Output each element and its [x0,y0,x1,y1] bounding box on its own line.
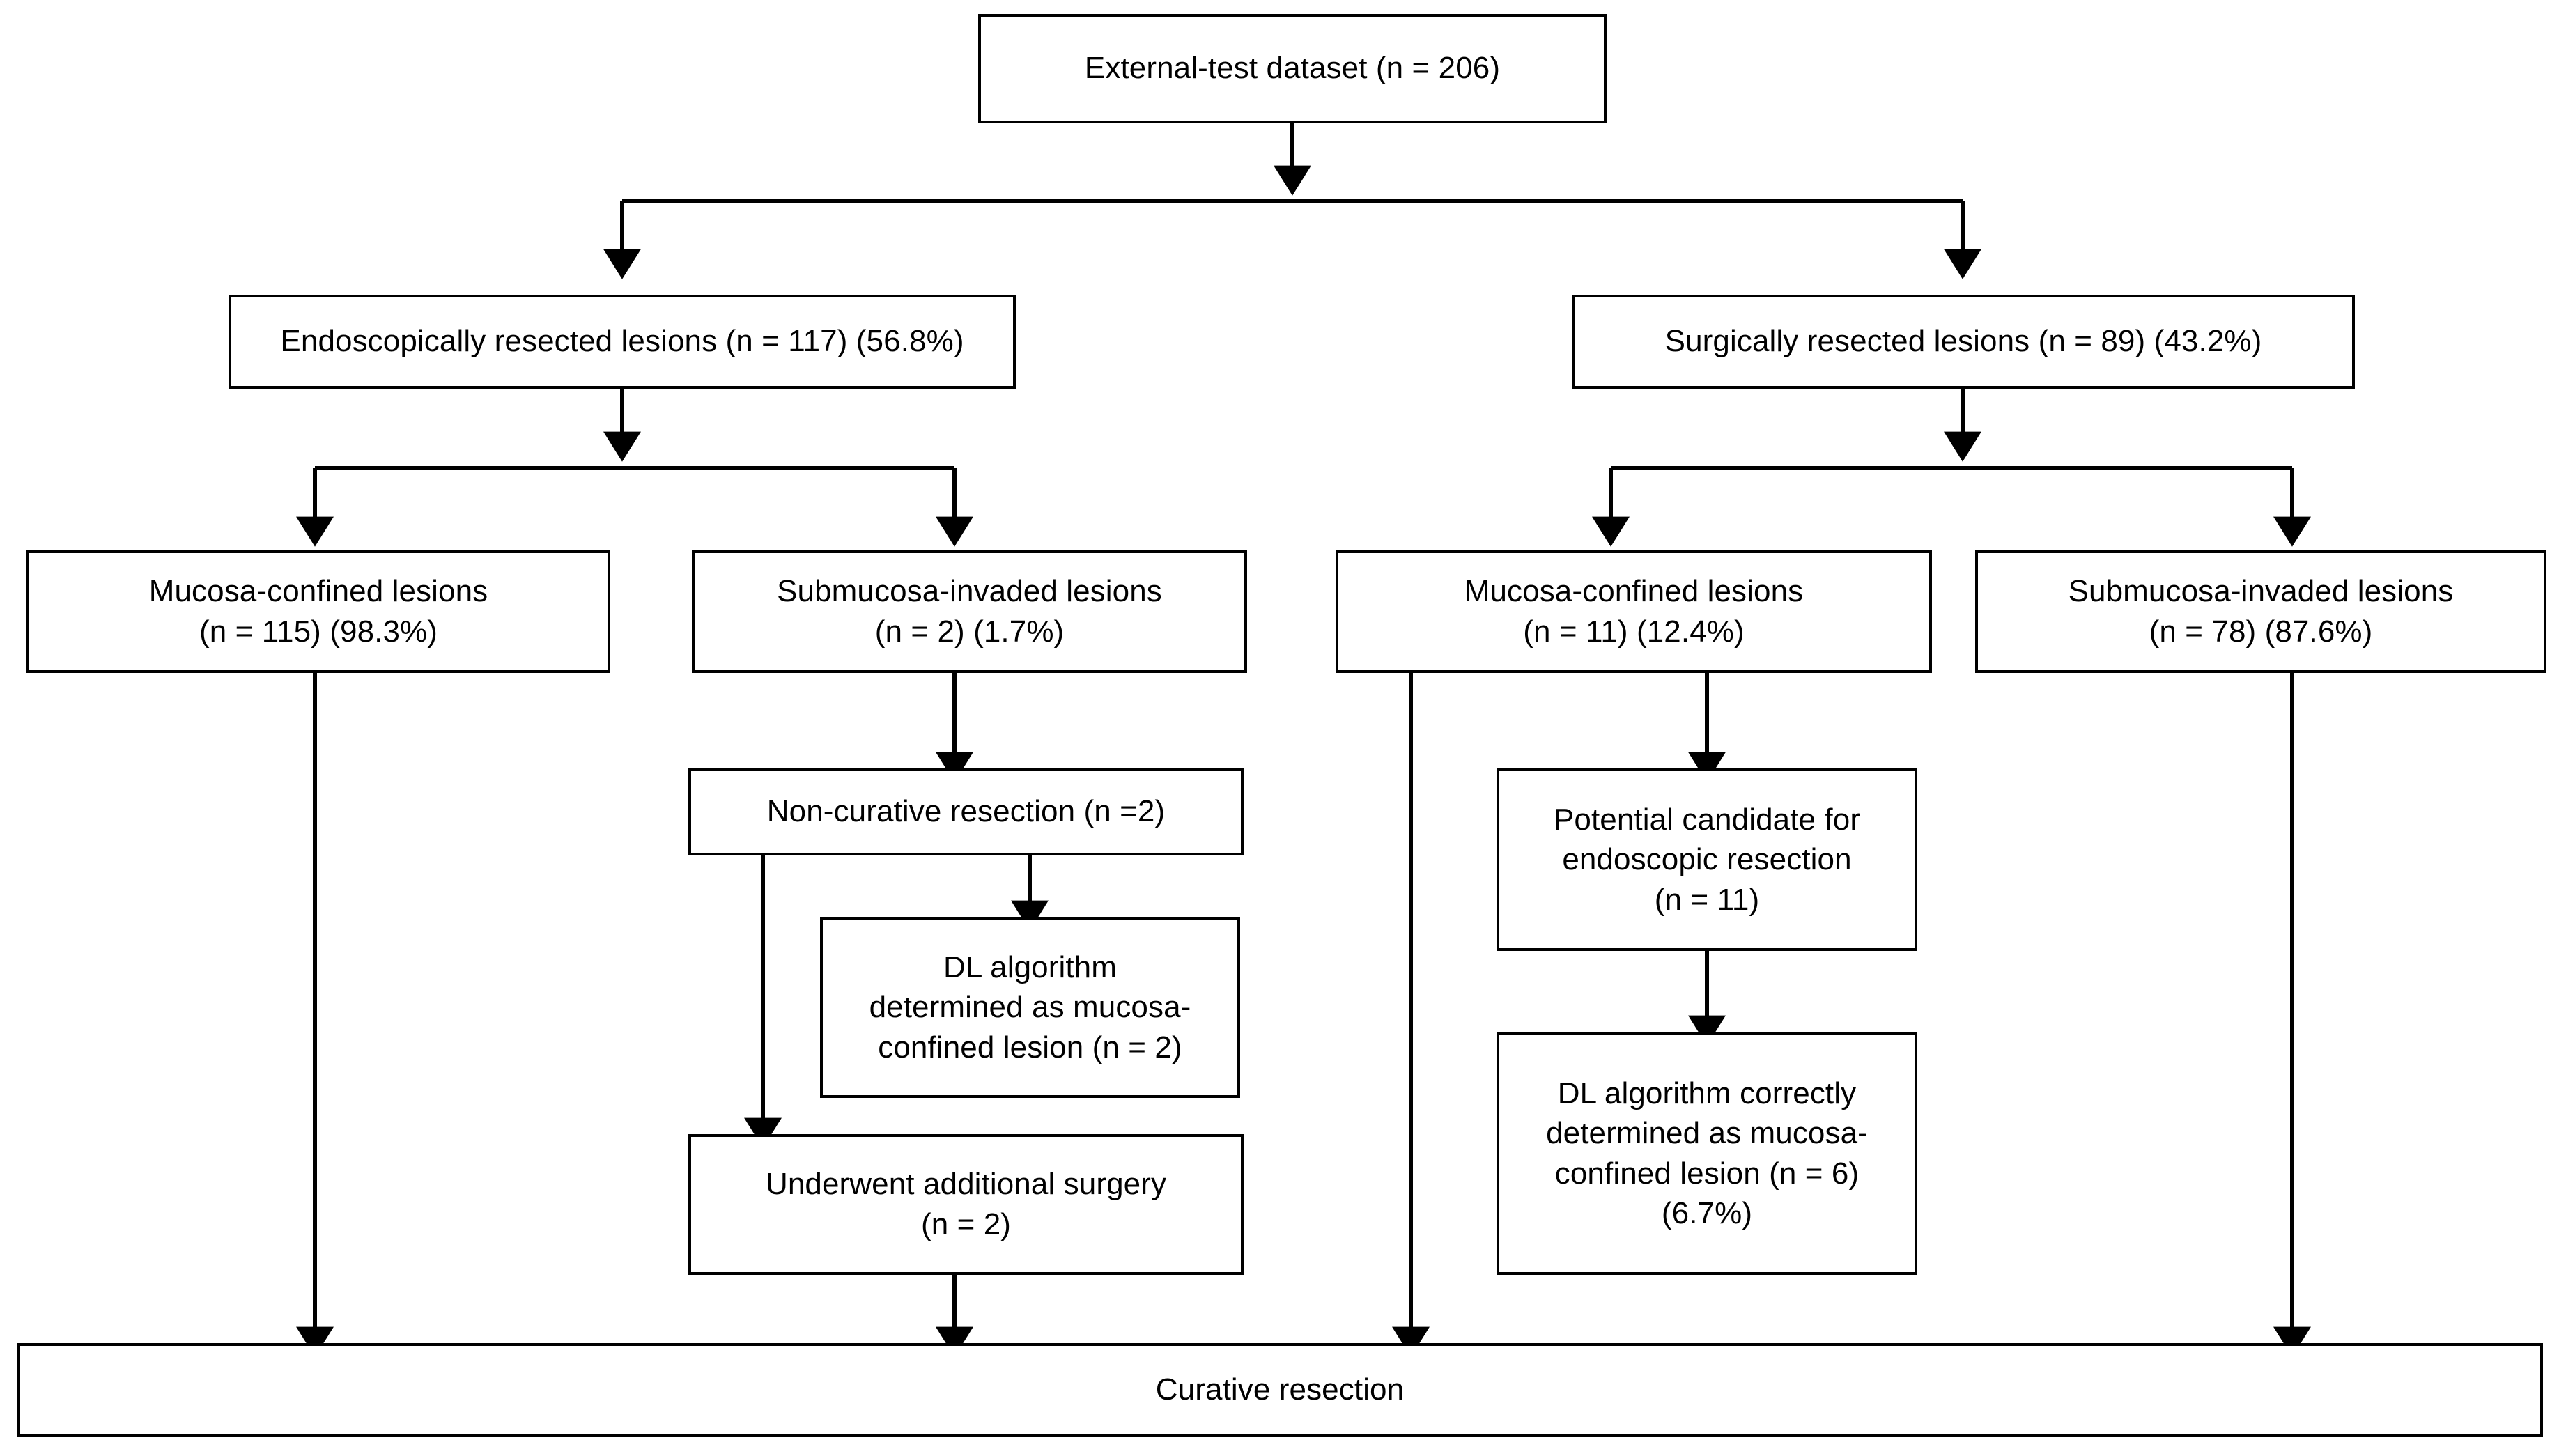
node-surg-mucosa-confined-lesions-label: Mucosa-confined lesions (n = 11) (12.4%) [1464,573,1804,649]
node-dl-algorithm-correctly-determined-mucosa-confined-label: DL algorithm correctly determined as muc… [1546,1076,1868,1230]
node-endo-submucosa-invaded-lesions[interactable]: Submucosa-invaded lesions (n = 2) (1.7%) [692,550,1247,673]
node-dl-algorithm-correctly-determined-mucosa-confined[interactable]: DL algorithm correctly determined as muc… [1497,1032,1917,1275]
node-surg-submucosa-invaded-lesions-label: Submucosa-invaded lesions (n = 78) (87.6… [2068,573,2454,649]
node-endoscopically-resected-lesions[interactable]: Endoscopically resected lesions (n = 117… [229,295,1016,389]
node-dl-algorithm-determined-mucosa-confined[interactable]: DL algorithm determined as mucosa- confi… [820,917,1240,1098]
node-curative-resection-label: Curative resection [1155,1372,1405,1407]
node-curative-resection[interactable]: Curative resection [17,1343,2543,1437]
node-surgically-resected-lesions[interactable]: Surgically resected lesions (n = 89) (43… [1572,295,2355,389]
node-non-curative-resection[interactable]: Non-curative resection (n =2) [688,768,1244,855]
node-surg-submucosa-invaded-lesions[interactable]: Submucosa-invaded lesions (n = 78) (87.6… [1975,550,2546,673]
node-surgically-resected-lesions-label: Surgically resected lesions (n = 89) (43… [1664,324,2262,359]
node-surg-mucosa-confined-lesions[interactable]: Mucosa-confined lesions (n = 11) (12.4%) [1336,550,1932,673]
node-endoscopically-resected-lesions-label: Endoscopically resected lesions (n = 117… [280,324,964,359]
node-underwent-additional-surgery-label: Underwent additional surgery (n = 2) [765,1166,1167,1241]
node-external-test-dataset[interactable]: External-test dataset (n = 206) [978,14,1607,123]
node-endo-mucosa-confined-lesions-label: Mucosa-confined lesions (n = 115) (98.3%… [148,573,488,649]
node-non-curative-resection-label: Non-curative resection (n =2) [766,794,1166,829]
node-potential-candidate-endoscopic-resection[interactable]: Potential candidate for endoscopic resec… [1497,768,1917,951]
node-endo-mucosa-confined-lesions[interactable]: Mucosa-confined lesions (n = 115) (98.3%… [26,550,610,673]
node-potential-candidate-endoscopic-resection-label: Potential candidate for endoscopic resec… [1553,803,1861,917]
node-external-test-dataset-label: External-test dataset (n = 206) [1084,51,1501,86]
node-dl-algorithm-determined-mucosa-confined-label: DL algorithm determined as mucosa- confi… [869,950,1191,1064]
node-underwent-additional-surgery[interactable]: Underwent additional surgery (n = 2) [688,1134,1244,1275]
node-endo-submucosa-invaded-lesions-label: Submucosa-invaded lesions (n = 2) (1.7%) [777,573,1162,649]
